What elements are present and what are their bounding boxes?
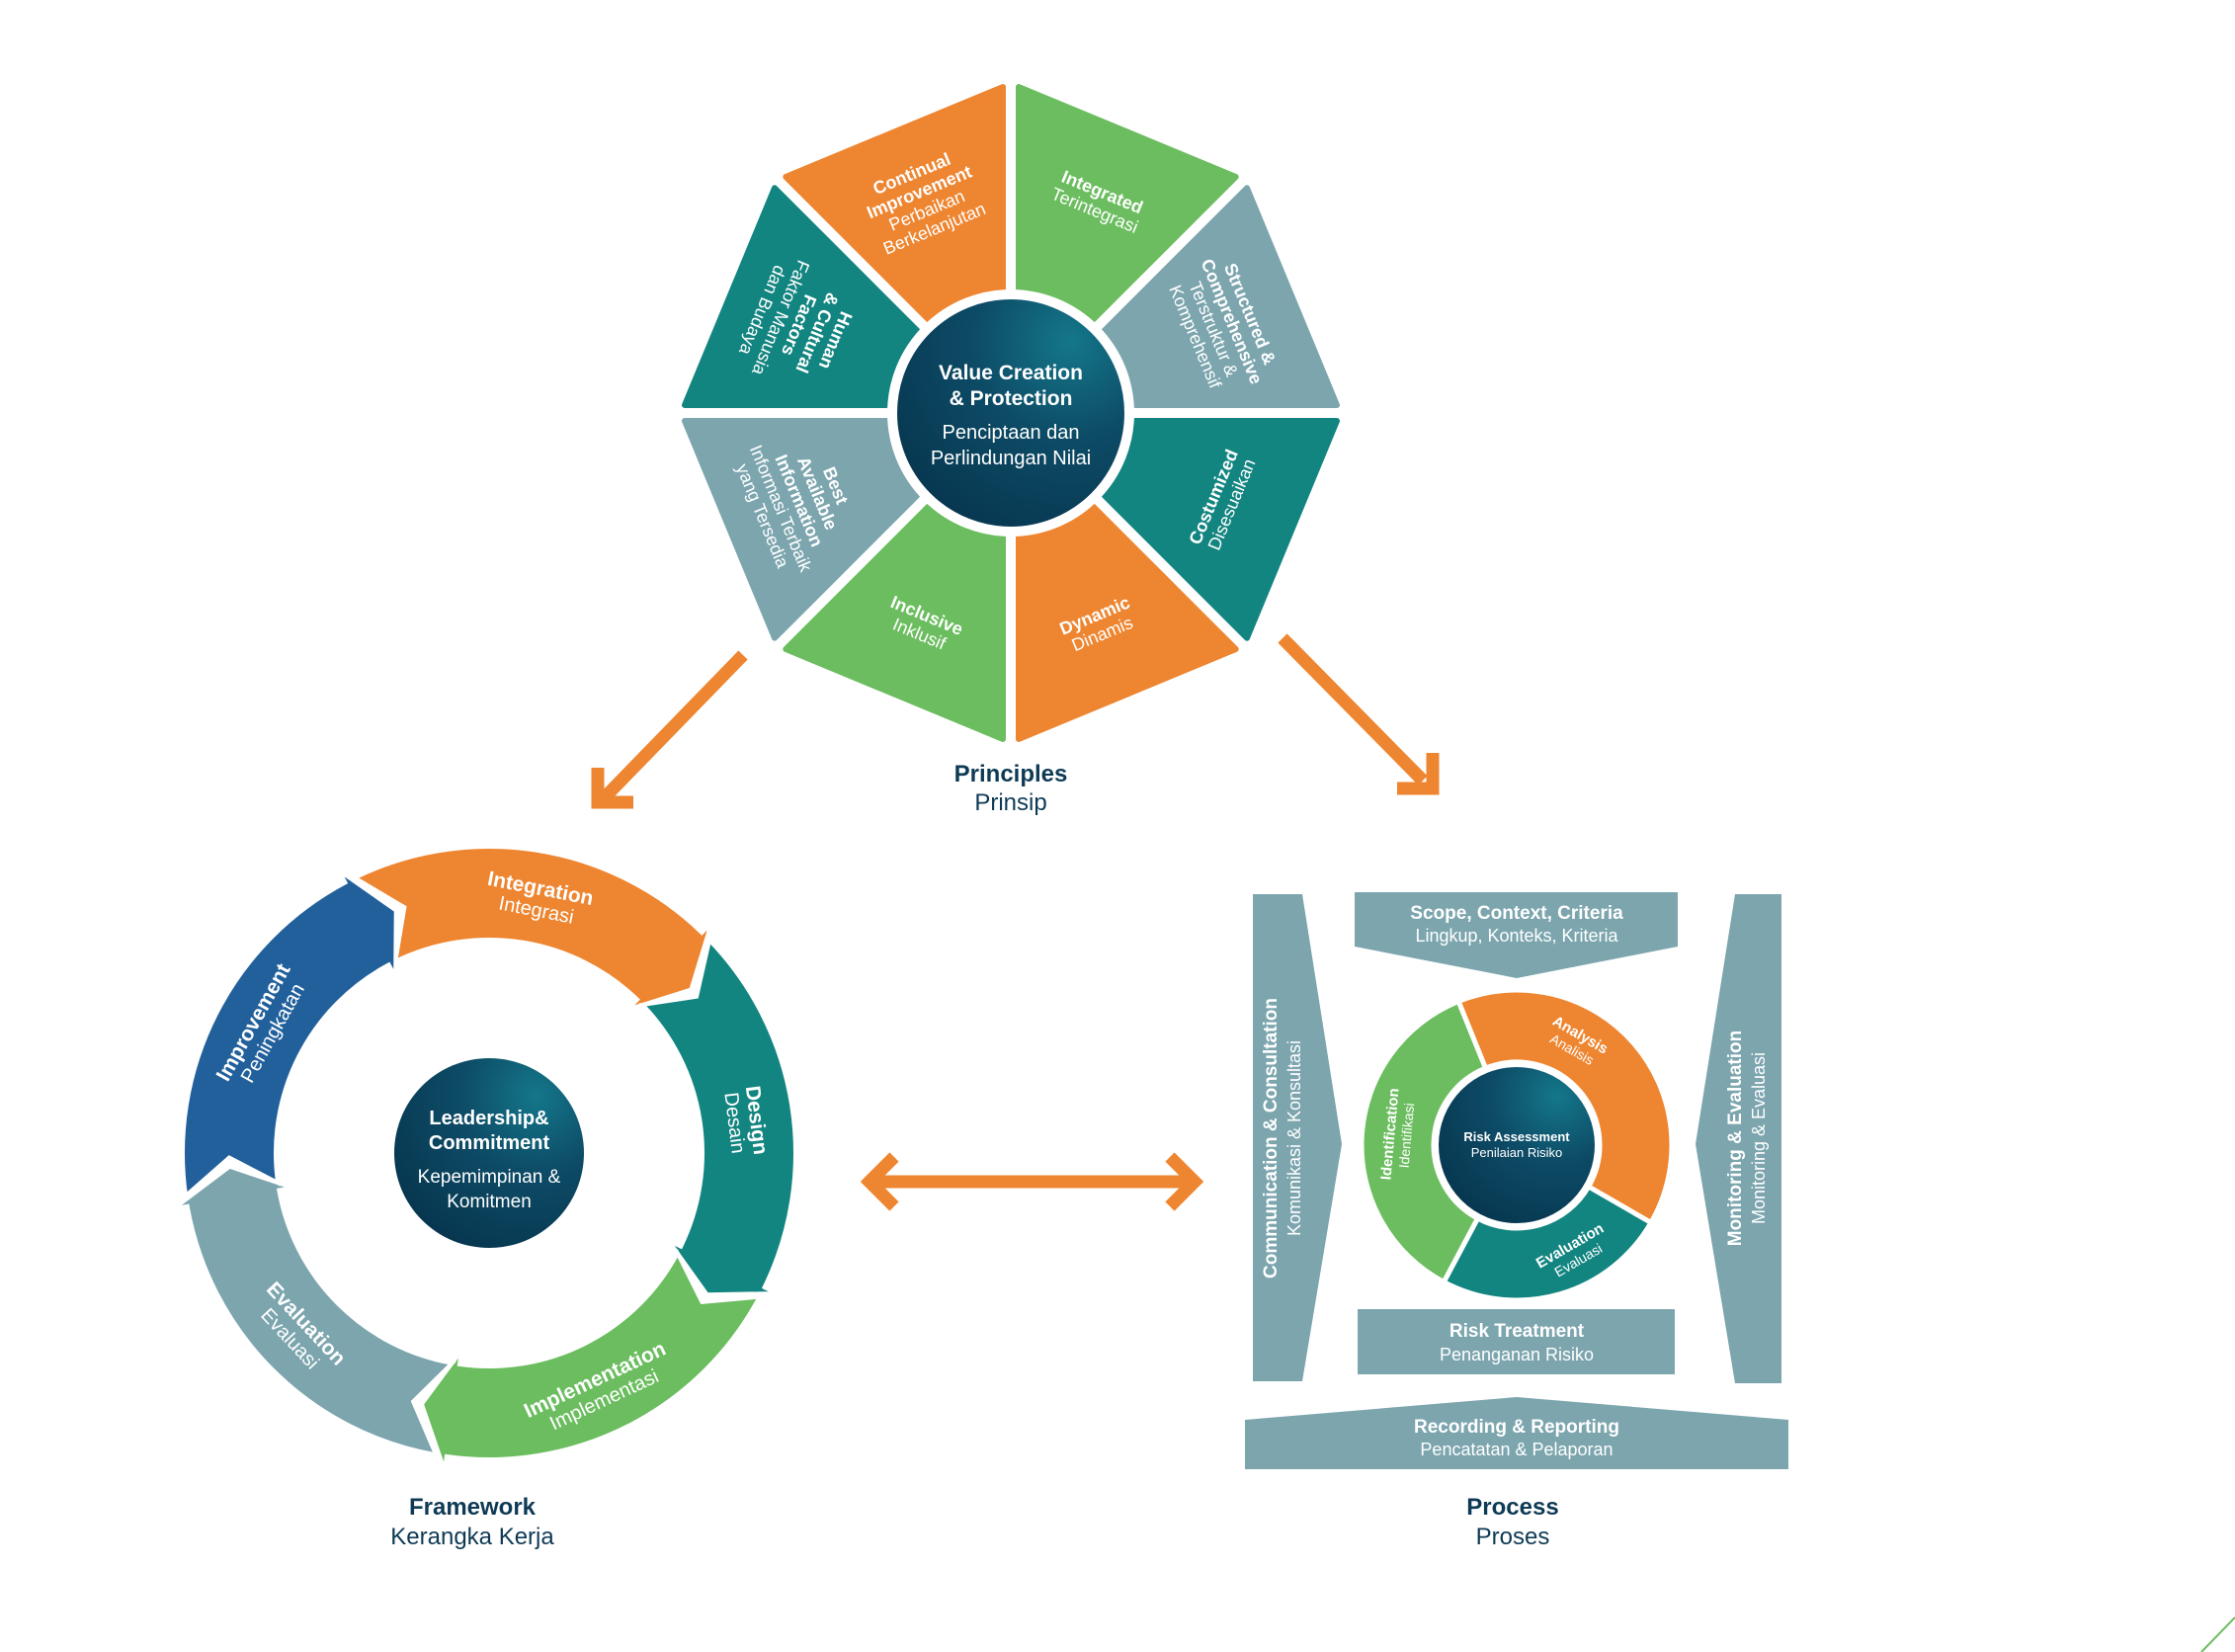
risk-assessment-title: Risk Assessment [1463,1129,1570,1144]
framework-stage-arrow [350,845,713,1012]
principle-segment-shape [783,503,1006,742]
risk-treatment-sub: Penanganan Risiko [1440,1345,1594,1364]
communication-sub: Komunikasi & Konsultasi [1284,1040,1304,1236]
communication-consultation-bar [1253,894,1342,1381]
recording-reporting-bar [1245,1397,1788,1469]
scope-title: Scope, Context, Criteria [1410,903,1623,924]
principles-center-title-2: & Protection [950,387,1073,410]
principles-caption-title: Principles [954,761,1068,787]
framework-stage-arrow [172,1164,456,1457]
double-arrow-framework-process [860,1152,1204,1211]
principle-segment-shape [682,185,921,408]
principles-center-circle [887,289,1134,537]
principle-segment-shape [1016,503,1239,742]
principle-segment-shape [1101,418,1340,641]
corner-accent-line [2200,1616,2235,1652]
scope-sub: Lingkup, Konteks, Kriteria [1415,926,1618,946]
framework-stage-arrow [638,936,797,1297]
monitoring-evaluation-bar [1696,894,1781,1383]
principles-caption-subtitle: Prinsip [974,789,1046,816]
framework-stage-arrow [419,1249,764,1471]
principle-segment-shape [1016,84,1239,323]
principle-continual-improvement: ContinualImprovementPerbaikanBerkelanjut… [783,84,1006,323]
risk-treatment-title: Risk Treatment [1449,1321,1585,1342]
framework-center-sub-2: Komitmen [447,1192,532,1212]
communication-title: Communication & Consultation [1261,998,1282,1279]
principles-center-title: Value Creation [939,362,1083,384]
process-diagram: Scope, Context, Criteria Lingkup, Kontek… [1245,892,1788,1550]
principle-segment-shape [682,418,921,641]
principle-segment-shape [1101,185,1340,408]
arrow-principles-to-framework [591,650,748,809]
framework-center-title-2: Commitment [429,1132,550,1154]
recording-title: Recording & Reporting [1414,1417,1619,1438]
framework-stage-arrow [181,868,398,1200]
principle-segment-shape [783,84,1006,323]
framework-caption-subtitle: Kerangka Kerja [390,1524,554,1550]
principles-center-sub: Penciptaan dan [942,422,1079,444]
risk-assessment-center [1433,1061,1601,1229]
monitoring-sub: Monitoring & Evaluasi [1749,1052,1769,1224]
framework-caption-title: Framework [409,1494,537,1521]
process-caption-subtitle: Proses [1476,1524,1550,1550]
arrow-principles-to-process [1278,633,1440,795]
assessment-part-subtitle: Identifikasi [1396,1103,1418,1169]
framework-center-sub: Kepemimpinan & [418,1167,561,1188]
scope-context-criteria-box [1355,892,1678,978]
principles-center-sub-2: Perlindungan Nilai [931,448,1091,469]
framework-diagram: IntegrationIntegrasiDesignDesainImplemen… [172,845,797,1550]
risk-treatment-box [1358,1309,1675,1374]
recording-sub: Pencatatan & Pelaporan [1420,1440,1613,1459]
framework-center-circle [394,1058,584,1248]
monitoring-title: Monitoring & Evaluation [1725,1031,1746,1247]
framework-center-title: Leadership& [429,1108,548,1129]
process-caption-title: Process [1466,1494,1558,1521]
risk-assessment-sub: Penilaian Risiko [1471,1145,1563,1160]
